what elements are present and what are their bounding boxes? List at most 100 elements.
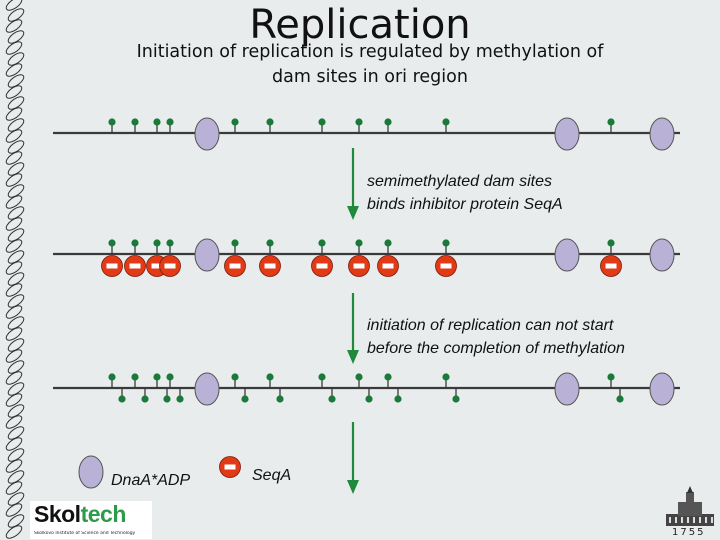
arrow-2 [347,293,359,364]
slide-title: Replication [249,2,471,48]
methyl-group [153,239,161,247]
helix-loop [5,283,23,297]
helix-loop [7,492,25,506]
legend-seqa-minus [224,464,236,470]
methyl-group [384,118,392,126]
methyl-group [607,373,615,381]
methyl-group [153,373,161,381]
methyl-group [141,395,149,403]
seqa-minus [264,263,276,269]
helix-loop [5,393,23,407]
seqa-protein [377,255,399,277]
methyl-group [355,373,363,381]
crest-window [699,517,701,523]
helix-loop [5,151,23,165]
dnaa-protein [649,372,675,406]
methyl-group [231,239,239,247]
dnaa-protein [554,117,580,151]
helix-loop [5,349,23,363]
seqa-minus [353,263,365,269]
helix-loop [5,481,23,495]
methyl-group [118,395,126,403]
slide-subtitle: Initiation of replication is regulated b… [90,40,650,90]
helix-loop [7,272,25,286]
helix-loop [5,41,23,55]
logo-tagline: Skolkovo Institute of Science and Techno… [34,531,136,536]
helix-loop [5,107,23,121]
helix-loop [5,239,23,253]
methyl-group [442,373,450,381]
seqa-protein [435,255,457,277]
methyl-group [607,118,615,126]
seqa-minus [316,263,328,269]
methyl-group [266,239,274,247]
dna-strand-1 [53,117,680,151]
methyl-group [131,239,139,247]
seqa-minus [382,263,394,269]
helix-loop [5,503,23,517]
methyl-group [131,118,139,126]
arrow-head [347,206,359,220]
helix-loop [5,437,23,451]
crest-window [681,517,683,523]
helix-loop [5,261,23,275]
helix-loop [7,74,25,88]
methyl-group [616,395,624,403]
dna-helix-border [5,0,25,539]
subtitle-line-1: Initiation of replication is regulated b… [136,42,604,62]
crest-middle [678,502,702,516]
crest-window [687,517,689,523]
methyl-group [384,373,392,381]
note-semimethylated-line-2: binds inhibitor protein SeqA [367,196,563,213]
crest-base [666,514,714,526]
dna-strand-3 [53,372,680,406]
methyl-group [394,395,402,403]
methyl-group [384,239,392,247]
dnaa-protein [194,372,220,406]
methyl-group [266,118,274,126]
seqa-protein [159,255,181,277]
helix-loop [7,514,25,528]
dnaa-protein [554,238,580,272]
seqa-protein [311,255,333,277]
legend-dnaa-icon [78,455,104,489]
methyl-group [108,373,116,381]
helix-loop [7,470,25,484]
methyl-group [166,118,174,126]
helix-loop [7,184,25,198]
subtitle-line-2: dam sites in ori region [272,67,468,87]
dnaa-protein [194,117,220,151]
methyl-group [442,239,450,247]
dnaa-protein [649,238,675,272]
methyl-group [276,395,284,403]
methyl-group [318,239,326,247]
helix-loop [7,448,25,462]
legend-dnaa-label: DnaA*ADP [111,472,191,489]
arrow-head [347,480,359,494]
helix-loop [7,426,25,440]
helix-loop [5,327,23,341]
note-semimethylated: semimethylated dam sites binds inhibitor… [367,170,563,216]
methyl-group [442,118,450,126]
crest-spire [687,486,693,493]
crest-window [675,517,677,523]
helix-loop [5,173,23,187]
seqa-protein [224,255,246,277]
note-semimethylated-line-1: semimethylated dam sites [367,173,552,190]
seqa-minus [129,263,141,269]
seqa-minus [605,263,617,269]
methyl-group [452,395,460,403]
methyl-group [231,373,239,381]
methyl-group [318,118,326,126]
seqa-minus [164,263,176,269]
methyl-group [166,239,174,247]
methyl-group [166,373,174,381]
methyl-group [131,373,139,381]
helix-loop [7,404,25,418]
helix-loop [7,30,25,44]
helix-loop [5,0,23,11]
crest-window [711,517,713,523]
helix-loop [7,52,25,66]
